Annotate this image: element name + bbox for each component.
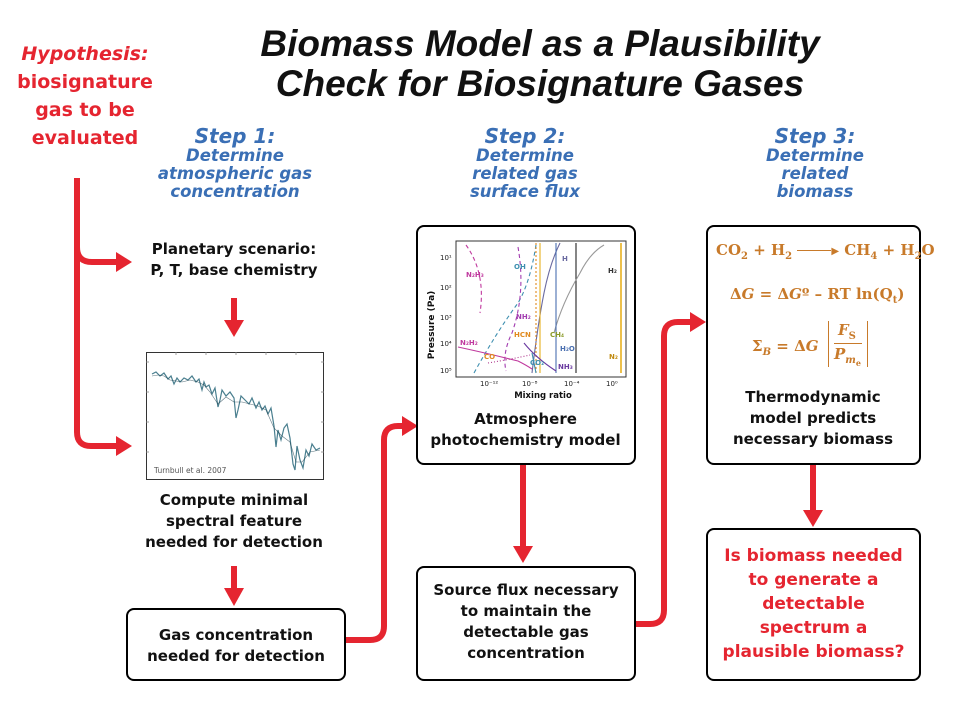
page-title: Biomass Model as a Plausibility Check fo… bbox=[260, 23, 820, 104]
step3-header: Step 3: Determine related biomass bbox=[766, 124, 864, 201]
arrowhead-lower bbox=[116, 436, 132, 456]
atm-ytick: 10⁴ bbox=[440, 340, 452, 348]
arrow-flux-to-thermo bbox=[634, 319, 692, 627]
label-oh: OH bbox=[514, 263, 526, 271]
arrow-gas-to-atm bbox=[345, 423, 404, 643]
hypothesis-label: Hypothesis: biosignature gas to be evalu… bbox=[17, 43, 153, 149]
reaction-equation: CO2 + H2 ▶ CH4 + H2O bbox=[716, 241, 935, 262]
label-nh3: NH₃ bbox=[558, 363, 573, 371]
atm-ytick: 10³ bbox=[440, 314, 452, 322]
source-flux-box: Source flux necessary to maintain the de… bbox=[416, 566, 636, 681]
atmosphere-model-label: Atmosphere photochemistry model bbox=[430, 410, 621, 449]
arrowhead-atm bbox=[513, 546, 533, 563]
label-h2: H₂ bbox=[608, 267, 617, 275]
profile-co bbox=[487, 354, 531, 364]
compute-spectral-label: Compute minimal spectral feature needed … bbox=[145, 491, 323, 551]
profile-n2h3 bbox=[465, 244, 482, 314]
profile-co2 bbox=[531, 352, 537, 374]
atmosphere-profile-plot: Pressure (Pa) 10¹ 10² 10³ 10⁴ 10⁵ 10⁻¹² … bbox=[427, 240, 627, 401]
atm-xtick: 10⁻¹² bbox=[480, 380, 498, 388]
step2-header: Step 2: Determine related gas surface fl… bbox=[469, 124, 581, 201]
label-nh2: NH₂ bbox=[516, 313, 531, 321]
profile-nh3 bbox=[523, 342, 557, 372]
reaction-arrow bbox=[797, 250, 832, 251]
thermodynamic-box: CO2 + H2 ▶ CH4 + H2O ΔG = ΔGº – RT ln(Qt… bbox=[706, 225, 935, 465]
label-h2o: H₂O bbox=[560, 345, 575, 353]
profile-oh bbox=[473, 244, 537, 374]
atm-ytick: 10⁵ bbox=[440, 367, 452, 375]
profile-nh2 bbox=[504, 246, 522, 372]
label-co: CO bbox=[484, 353, 495, 361]
arrowhead-planetary bbox=[224, 320, 244, 337]
hypothesis-trunk bbox=[74, 178, 118, 449]
planetary-scenario-label: Planetary scenario: P, T, base chemistry bbox=[150, 240, 318, 279]
arrowhead-compute bbox=[224, 588, 244, 606]
atm-xtick: 10⁻⁸ bbox=[522, 380, 538, 388]
step1-header: Step 1: Determine atmospheric gas concen… bbox=[157, 124, 313, 201]
label-co2: CO₂ bbox=[530, 359, 544, 367]
label-n2h2: N₂H₂ bbox=[460, 339, 478, 347]
arrowhead-flux bbox=[690, 312, 706, 332]
gas-concentration-box: Gas concentration needed for detection bbox=[126, 608, 346, 681]
atm-xlabel: Mixing ratio bbox=[514, 391, 572, 401]
profile-ch4 bbox=[553, 244, 605, 334]
spectrum-line bbox=[151, 371, 321, 471]
label-n2h3: N₂H₃ bbox=[466, 271, 484, 279]
arrowhead-upper bbox=[116, 252, 132, 272]
spectrum-credit: Turnbull et al. 2007 bbox=[153, 466, 227, 475]
arrowhead-thermo bbox=[803, 510, 823, 527]
profile-h bbox=[531, 242, 561, 374]
biomass-equation: ΣB = ΔG FS Pme bbox=[752, 319, 892, 379]
label-h: H bbox=[562, 255, 568, 263]
profile-n2h2 bbox=[457, 346, 533, 370]
label-n2: N₂ bbox=[609, 353, 618, 361]
atm-ylabel: Pressure (Pa) bbox=[427, 291, 437, 360]
label-hcn: HCN bbox=[514, 331, 531, 339]
atm-xtick: 10⁻⁴ bbox=[564, 380, 580, 388]
label-ch4: CH₄ bbox=[550, 331, 564, 339]
biomass-question-box: Is biomass needed to generate a detectab… bbox=[706, 528, 921, 681]
atm-ytick: 10² bbox=[440, 284, 452, 292]
atm-xtick: 10⁰ bbox=[606, 380, 618, 388]
arrowhead-gas-to-atm bbox=[402, 416, 418, 436]
gibbs-equation: ΔG = ΔGº – RT ln(Qt) bbox=[730, 285, 905, 306]
atm-ytick: 10¹ bbox=[440, 254, 452, 262]
thermodynamic-label: Thermodynamic model predicts necessary b… bbox=[732, 388, 894, 448]
spectrum-plot: Turnbull et al. 2007 bbox=[146, 352, 324, 480]
atmosphere-model-box: Pressure (Pa) 10¹ 10² 10³ 10⁴ 10⁵ 10⁻¹² … bbox=[416, 225, 636, 465]
hypothesis-branch-upper bbox=[74, 246, 118, 265]
